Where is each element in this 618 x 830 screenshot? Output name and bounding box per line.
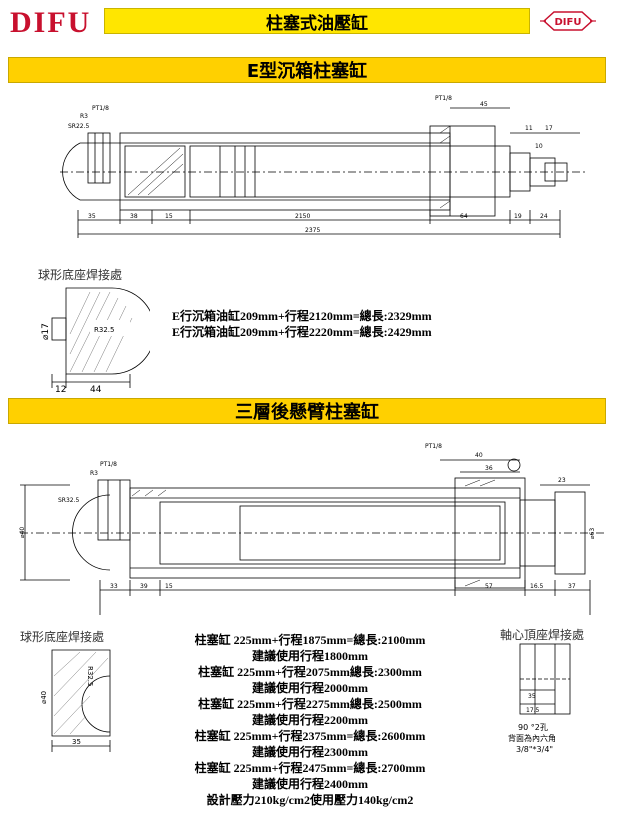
page-title-text: 柱塞式油壓缸 xyxy=(266,13,368,34)
e-d10-label: 10 xyxy=(535,143,543,150)
e-spec-line-1: E行沉箱油缸209mm+行程2120mm=總長:2329mm xyxy=(172,309,432,323)
t-weld-title: 球形底座焊接處 xyxy=(20,630,105,644)
t-sr-label: SR32.5 xyxy=(58,497,80,504)
t-top-weld-drawing: 35 17.5 90 °2孔 背面為內六角 3/8"*3/4" xyxy=(508,643,571,754)
t-spec-list: 柱塞缸 225mm+行程1875mm=總長:2100mm 建議使用行程1800m… xyxy=(180,632,440,808)
t-d37-label: 37 xyxy=(568,583,576,590)
t-spec-line-4: 建議使用行程2000mm xyxy=(252,681,368,695)
t-r3-label: R3 xyxy=(90,470,98,477)
section2-title-text: 三層後懸臂柱塞缸 xyxy=(235,402,379,423)
t-d36-label: 36 xyxy=(485,465,493,472)
e-d38-label: 38 xyxy=(130,213,138,220)
t-spec-line-7: 柱塞缸 225mm+行程2375mm=總長:2600mm xyxy=(194,729,426,743)
e-weld-w12: 12 xyxy=(55,385,66,394)
t-spec-line-5: 柱塞缸 225mm+行程2275mm總長:2500mm xyxy=(198,697,422,711)
section-title-e-type: E型沉箱柱塞缸 xyxy=(8,57,606,83)
t-dia-right: ⌀63 xyxy=(589,528,596,539)
t-top-note3: 3/8"*3/4" xyxy=(516,745,553,754)
e-weld-w44: 44 xyxy=(90,385,102,394)
e-d15-label: 15 xyxy=(165,213,173,220)
t-spec-line-11: 設計壓力210kg/cm2使用壓力140kg/cm2 xyxy=(206,793,414,807)
t-weld-radius: R32.5 xyxy=(86,666,94,686)
t-port-label-2: PT1/8 xyxy=(425,443,442,450)
t-top-weld-title: 軸心頂座焊接處 xyxy=(500,628,585,642)
e-d17-label: 17 xyxy=(545,125,553,132)
t-spec-line-8: 建議使用行程2300mm xyxy=(252,745,368,759)
e-port-label-2: PT1/8 xyxy=(435,95,452,102)
difu-emblem-svg: DIFU xyxy=(540,11,596,31)
brand-logo-text: DIFU xyxy=(10,6,92,39)
page-title: 柱塞式油壓缸 xyxy=(104,8,530,34)
t-top-note1: 90 °2孔 xyxy=(518,723,548,732)
t-spec-line-6: 建議使用行程2200mm xyxy=(252,713,368,727)
section1-title-text: E型沉箱柱塞缸 xyxy=(246,61,368,82)
t-d39-label: 39 xyxy=(140,583,148,590)
emblem-text: DIFU xyxy=(555,17,582,28)
t-d15-label: 15 xyxy=(165,583,173,590)
e-r3-label: R3 xyxy=(80,113,88,120)
t-top-d35: 35 xyxy=(528,693,536,700)
t-weld-detail-drawing: R32.5 ⌀40 35 xyxy=(40,649,111,752)
e-weld-detail-drawing: R32.5 ⌀17 12 44 xyxy=(41,287,150,394)
t-top-note2: 背面為內六角 xyxy=(508,733,556,743)
e-spec-line-2: E行沉箱油缸209mm+行程2220mm=總長:2429mm xyxy=(172,325,432,339)
t-spec-line-10: 建議使用行程2400mm xyxy=(252,777,368,791)
section-title-three-layer: 三層後懸臂柱塞缸 xyxy=(8,398,606,424)
e-d24-label: 24 xyxy=(540,213,548,220)
t-spec-line-1: 柱塞缸 225mm+行程1875mm=總長:2100mm xyxy=(194,633,426,647)
t-d33-label: 33 xyxy=(110,583,118,590)
t-d40-label: 40 xyxy=(475,452,483,459)
e-d2375-label: 2375 xyxy=(305,227,320,234)
e-sr-label: SR22.5 xyxy=(68,123,90,130)
t-d165-label: 16.5 xyxy=(530,583,544,590)
t-spec-line-2: 建議使用行程1800mm xyxy=(252,649,368,663)
e-weld-radius: R32.5 xyxy=(94,326,114,334)
t-d57-label: 57 xyxy=(485,583,493,590)
e-d19-label: 19 xyxy=(514,213,522,220)
e-weld-title: 球形底座焊接處 xyxy=(38,268,123,282)
t-d23-label: 23 xyxy=(558,477,566,484)
e-type-cylinder-drawing: SR22.5 R3 PT1/8 PT1/8 45 11 17 10 35 38 … xyxy=(60,95,585,238)
t-spec-line-3: 柱塞缸 225mm+行程2075mm總長:2300mm xyxy=(198,665,422,679)
e-d35-label: 35 xyxy=(88,213,96,220)
t-weld-dia: ⌀40 xyxy=(40,691,48,704)
e-weld-dia: ⌀17 xyxy=(41,323,51,340)
e-d2150-label: 2150 xyxy=(295,213,310,220)
e-port-label: PT1/8 xyxy=(92,105,109,112)
e-d64-label: 64 xyxy=(460,213,468,220)
e-d11-label: 11 xyxy=(525,125,533,132)
e-d45-label: 45 xyxy=(480,101,488,108)
difu-emblem: DIFU xyxy=(540,8,596,34)
t-dia-left: ⌀40 xyxy=(19,527,26,538)
t-top-d175: 17.5 xyxy=(526,707,540,714)
t-weld-w35: 35 xyxy=(72,738,81,746)
three-layer-cylinder-drawing: SR32.5 R3 PT1/8 PT1/8 40 36 23 ⌀40 ⌀63 3… xyxy=(19,443,605,615)
t-port-label: PT1/8 xyxy=(100,461,117,468)
e-spec-list: E行沉箱油缸209mm+行程2120mm=總長:2329mm E行沉箱油缸209… xyxy=(172,308,432,340)
t-spec-line-9: 柱塞缸 225mm+行程2475mm=總長:2700mm xyxy=(194,761,426,775)
